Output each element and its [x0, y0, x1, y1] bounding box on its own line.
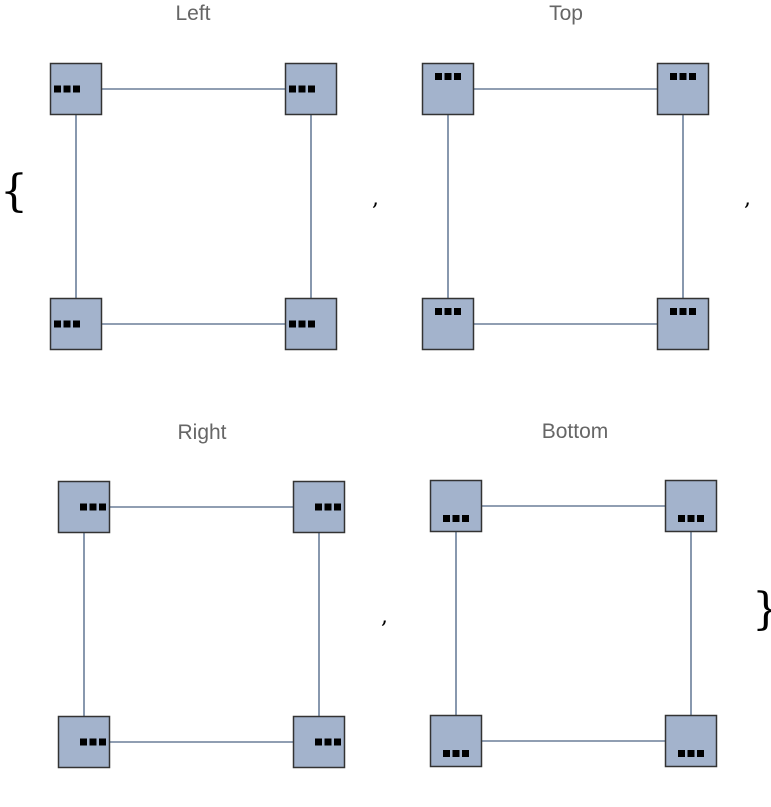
node: [429, 714, 483, 768]
label-dot: [89, 503, 97, 511]
node: [656, 297, 710, 351]
panel-title-left: Left: [175, 2, 211, 25]
label-dot: [73, 85, 80, 93]
label-dot: [315, 738, 322, 746]
node-box: [429, 479, 483, 533]
label-dot: [308, 320, 315, 328]
label-dot: [444, 308, 452, 315]
separator-comma-2: ,: [744, 186, 751, 211]
panel-left: [49, 62, 338, 351]
label-dot: [99, 738, 106, 746]
label-dot: [452, 515, 460, 522]
label-dot: [697, 515, 704, 522]
label-dot: [452, 750, 460, 757]
separator-comma-3: ,: [381, 604, 388, 629]
label-dot: [462, 750, 469, 757]
node-box: [421, 297, 475, 351]
node: [429, 479, 483, 533]
node-box: [429, 714, 483, 768]
label-dot: [334, 738, 341, 746]
label-dot: [443, 750, 450, 757]
node-box: [421, 62, 475, 116]
panel-title-top: Top: [549, 2, 583, 25]
label-dot: [454, 308, 461, 315]
label-dot: [687, 515, 695, 522]
label-dot: [298, 85, 306, 93]
node-box: [664, 714, 718, 768]
node-box: [656, 297, 710, 351]
label-dot: [670, 308, 677, 315]
label-dot: [444, 73, 452, 80]
label-dot: [73, 320, 80, 328]
label-dot: [443, 515, 450, 522]
label-dot: [462, 515, 469, 522]
label-dot: [435, 73, 442, 80]
label-dot: [687, 750, 695, 757]
label-dot: [324, 503, 332, 511]
label-dot: [679, 73, 687, 80]
label-dot: [678, 750, 685, 757]
node: [421, 62, 475, 116]
close-brace: }: [752, 588, 771, 632]
label-dot: [435, 308, 442, 315]
label-dot: [454, 73, 461, 80]
label-dot: [80, 503, 87, 511]
node: [284, 297, 338, 351]
node: [292, 480, 346, 534]
node: [49, 62, 103, 116]
label-dot: [678, 515, 685, 522]
node: [284, 62, 338, 116]
label-dot: [324, 738, 332, 746]
label-dot: [697, 750, 704, 757]
open-brace: {: [0, 166, 28, 217]
label-dot: [99, 503, 106, 511]
panel-title-right: Right: [177, 421, 227, 444]
label-dot: [63, 320, 71, 328]
panel-top: [421, 62, 710, 351]
node: [292, 715, 346, 769]
node: [656, 62, 710, 116]
label-dot: [80, 738, 87, 746]
label-dot: [315, 503, 322, 511]
label-dot: [54, 320, 61, 328]
label-dot: [689, 308, 696, 315]
node: [57, 480, 111, 534]
label-dot: [289, 320, 296, 328]
label-dot: [679, 308, 687, 315]
label-dot: [298, 320, 306, 328]
node: [664, 479, 718, 533]
label-dot: [689, 73, 696, 80]
label-dot: [289, 85, 296, 93]
node: [49, 297, 103, 351]
node-box: [656, 62, 710, 116]
label-dot: [54, 85, 61, 93]
panel-right: [57, 480, 346, 769]
separator-comma-1: ,: [372, 186, 379, 211]
label-dot: [63, 85, 71, 93]
panel-bottom: [429, 479, 718, 768]
label-dot: [89, 738, 97, 746]
node-box: [664, 479, 718, 533]
node: [664, 714, 718, 768]
label-dot: [334, 503, 341, 511]
label-dot: [670, 73, 677, 80]
node: [57, 715, 111, 769]
panel-title-bottom: Bottom: [541, 420, 609, 443]
node: [421, 297, 475, 351]
label-dot: [308, 85, 315, 93]
